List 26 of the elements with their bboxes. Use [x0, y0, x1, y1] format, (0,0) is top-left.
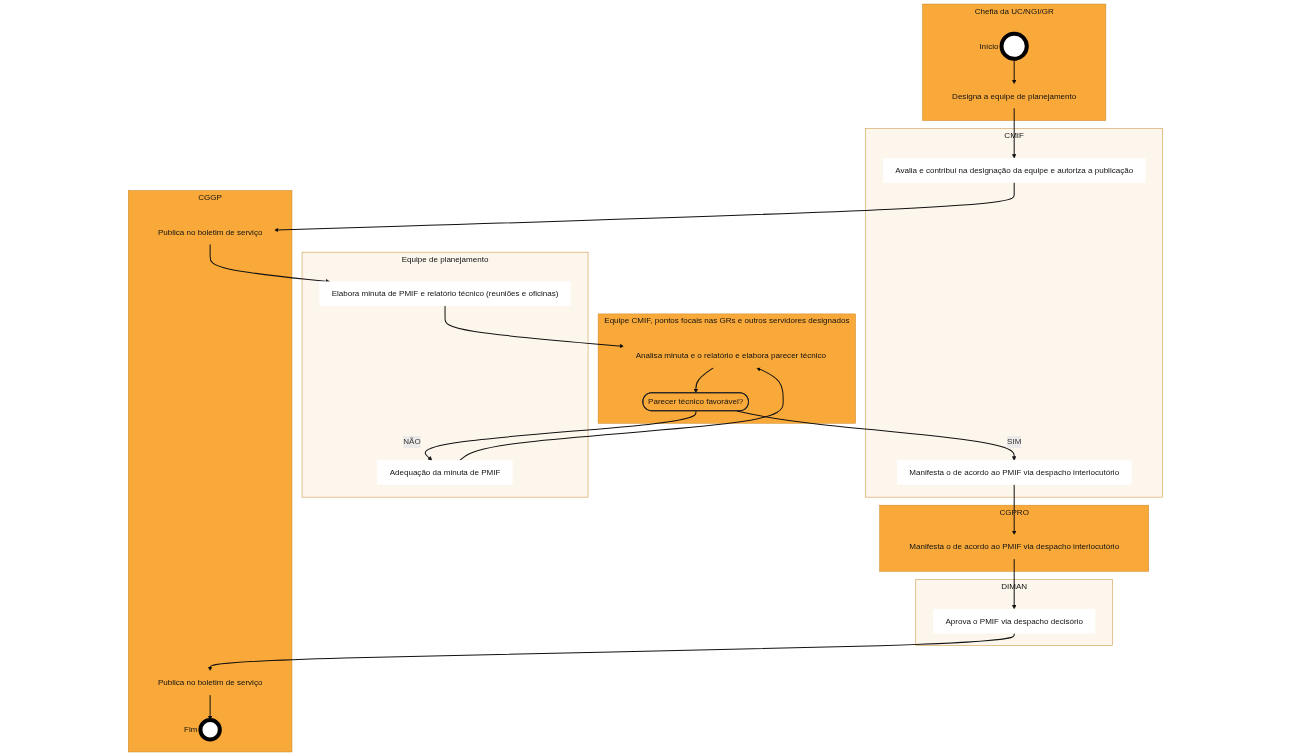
- arrow: [1011, 558, 1017, 610]
- arrow: [444, 305, 624, 349]
- node-label: Fim: [184, 725, 198, 734]
- arrow: [459, 367, 784, 461]
- arrow: [1011, 107, 1017, 159]
- node-text: Publica no boletim de serviço: [157, 678, 263, 687]
- node-text: Manifesta o de acordo ao PMIF via despacho interlocutório: [909, 542, 1120, 551]
- arrow: [424, 410, 697, 461]
- node-text: Designa a equipe de planejamento: [952, 91, 1077, 101]
- arrow: [693, 367, 715, 394]
- node-box: Aprova o PMIF via despacho decisório: [933, 608, 1096, 634]
- node-box: Manifesta o de acordo ao PMIF via despacho interlocutório: [896, 460, 1132, 485]
- arrow: [736, 410, 1017, 461]
- node-circle: [198, 718, 222, 742]
- node-box: Adequação da minuta de PMIF: [377, 460, 513, 485]
- node-circle: [999, 31, 1029, 61]
- edge-label: SIM: [1007, 437, 1022, 446]
- node-box: Avalia e contribui na designação da equipe e autoriza a publicação: [882, 158, 1146, 183]
- node-text: Analisa minuta e o relatório e elabora parecer técnico: [635, 351, 826, 360]
- edge-label: NÃO: [403, 437, 421, 446]
- node-box: Elabora minuta de PMIF e relatório técnico (reuniões e oficinas): [319, 281, 571, 307]
- node-label: Início: [979, 41, 999, 51]
- arrow: [207, 632, 1015, 672]
- arrow: [1011, 484, 1017, 535]
- node-text: Publica no boletim de serviço: [157, 227, 263, 237]
- arrow: [274, 181, 1015, 233]
